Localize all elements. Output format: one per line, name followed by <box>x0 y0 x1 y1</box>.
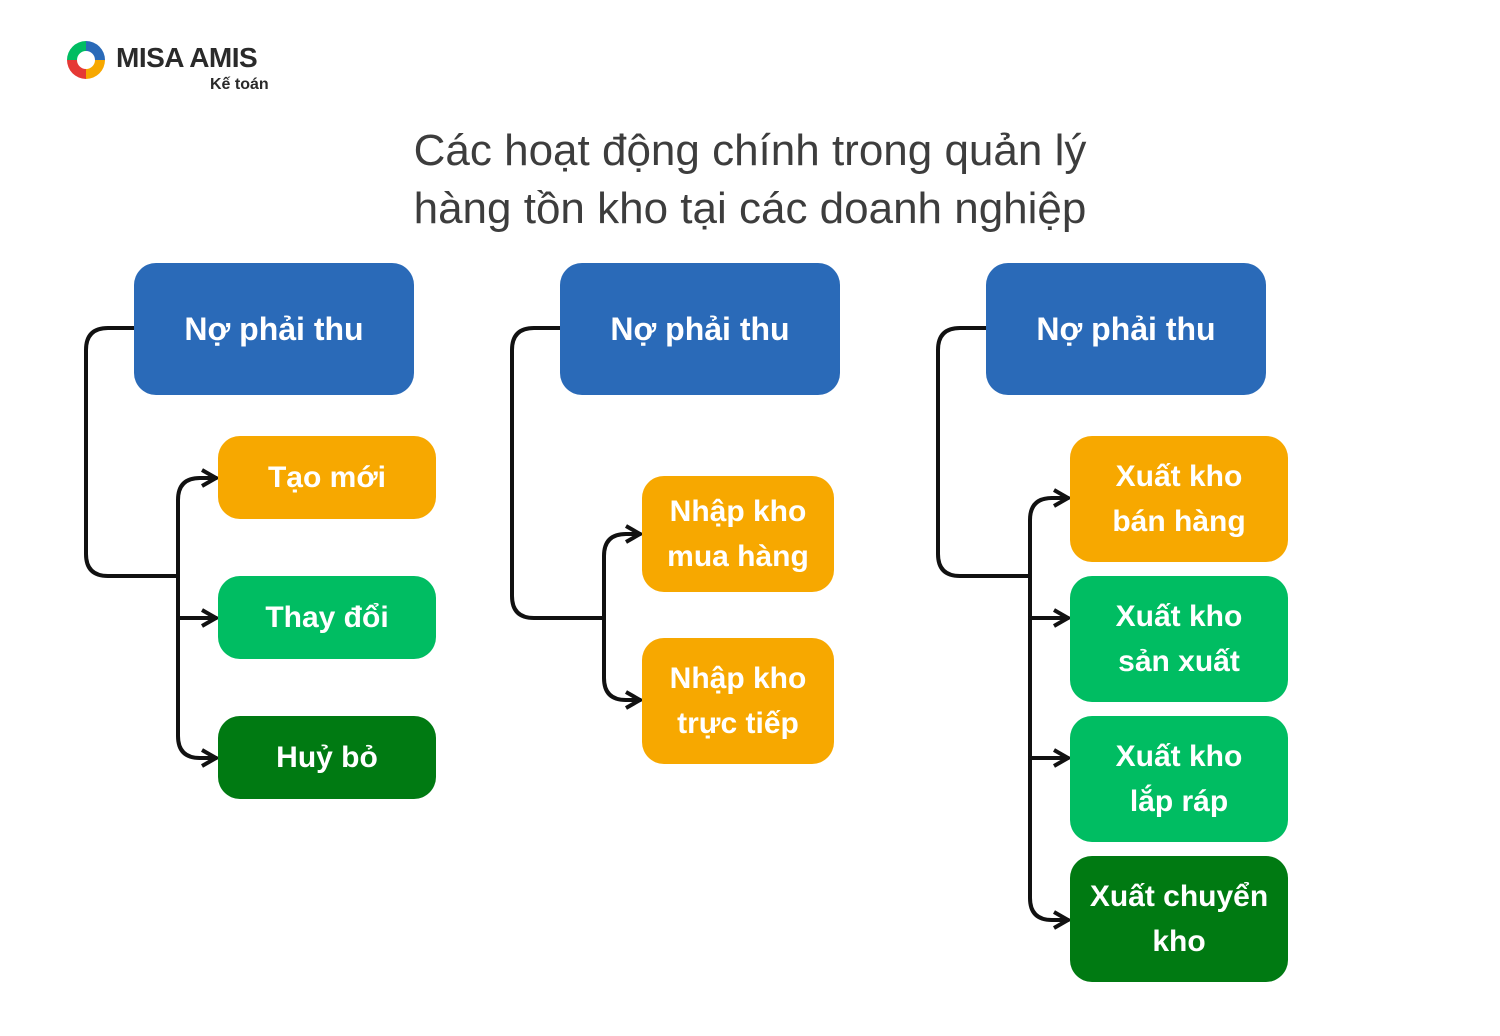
group-2-item-1: Nhập kho mua hàng <box>642 476 834 592</box>
group-3-header-label: Nợ phải thu <box>1036 310 1216 347</box>
connector-2-main <box>510 326 606 620</box>
item-line-1: Xuất kho <box>1115 460 1243 493</box>
connector-3-branch <box>1028 496 1054 922</box>
connector-3-main <box>936 326 1032 578</box>
item-line-1: Nhập kho <box>669 662 807 695</box>
group-2-item-2: Nhập kho trực tiếp <box>642 638 834 764</box>
item-line-1: Xuất chuyển <box>1089 880 1269 913</box>
item-line-1: Tạo mới <box>267 461 386 494</box>
item-line-1: Xuất kho <box>1115 600 1243 633</box>
group-2-header: Nợ phải thu <box>560 263 840 395</box>
item-line-2: mua hàng <box>667 540 809 573</box>
logo-subtitle: Kế toán <box>210 76 269 93</box>
group-1-item-2: Thay đổi <box>218 576 436 659</box>
logo-name: MISA AMIS <box>116 42 258 73</box>
group-1-item-3: Huỷ bỏ <box>218 716 436 799</box>
item-line-1: Xuất kho <box>1115 740 1243 773</box>
title-line-2: hàng tồn kho tại các doanh nghiệp <box>413 184 1087 233</box>
item-line-2: bán hàng <box>1112 505 1246 538</box>
connector-2-branch <box>602 532 628 702</box>
group-2-header-label: Nợ phải thu <box>610 310 790 347</box>
title-line-1: Các hoạt động chính trong quản lý <box>413 126 1087 175</box>
page-title: Các hoạt động chính trong quản lý hàng t… <box>250 122 1250 238</box>
group-3-item-2: Xuất kho sản xuất <box>1070 576 1288 702</box>
group-1-header: Nợ phải thu <box>134 263 414 395</box>
item-line-1: Huỷ bỏ <box>276 741 378 774</box>
item-line-2: kho <box>1152 925 1206 958</box>
item-line-1: Nhập kho <box>669 495 807 528</box>
logo-swirl-icon <box>67 41 105 79</box>
group-3-item-4: Xuất chuyển kho <box>1070 856 1288 982</box>
group-3-item-1: Xuất kho bán hàng <box>1070 436 1288 562</box>
group-1-item-1: Tạo mới <box>218 436 436 519</box>
item-line-2: sản xuất <box>1118 645 1240 678</box>
misa-amis-logo: MISA AMIS Kế toán <box>64 38 284 98</box>
group-3-item-3: Xuất kho lắp ráp <box>1070 716 1288 842</box>
group-1-header-label: Nợ phải thu <box>184 310 364 347</box>
item-line-1: Thay đổi <box>265 601 389 634</box>
connector-1-main <box>84 326 180 578</box>
item-line-2: lắp ráp <box>1129 785 1229 818</box>
item-line-2: trực tiếp <box>677 707 799 740</box>
group-3-header: Nợ phải thu <box>986 263 1266 395</box>
